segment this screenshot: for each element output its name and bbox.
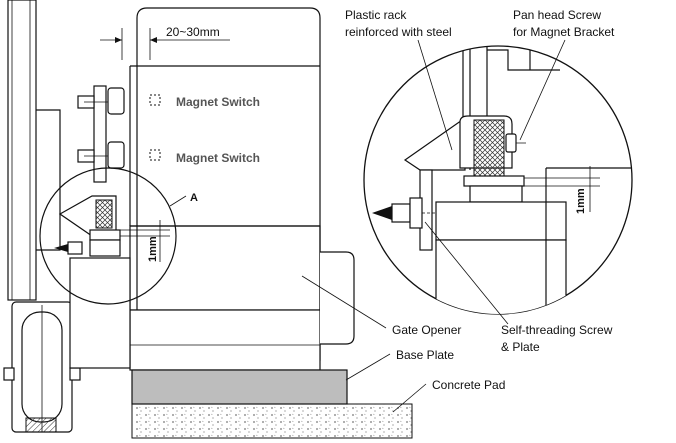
gate-opener-housing (69, 7, 355, 371)
gate-frame (7, 0, 61, 301)
dimension-1mm-right: 1mm (575, 188, 587, 214)
gate-opener-label: Gate Opener (392, 323, 461, 337)
self-threading-leader (424, 221, 509, 325)
detail-circle-a: A 1mm (39, 167, 198, 305)
magnet-switch-label-1: Magnet Switch (176, 95, 260, 109)
base-plate-label: Base Plate (396, 348, 454, 362)
pan-head-label-line2: for Magnet Bracket (513, 25, 615, 39)
gate-opener-leader (301, 275, 387, 329)
gate-wheel (3, 301, 81, 433)
pan-head-label-line1: Pan head Screw (513, 8, 601, 22)
detail-ref-label: A (190, 192, 198, 204)
plastic-rack-leader (417, 39, 453, 151)
concrete-pad-leader (392, 383, 427, 413)
base-plate-leader (345, 353, 391, 381)
concrete-pad (131, 403, 413, 439)
pan-head-leader (519, 39, 566, 141)
magnet-switch-marker-2 (149, 149, 161, 161)
plastic-rack-label-line1: Plastic rack (345, 8, 407, 22)
dimension-1mm-left: 1mm (147, 236, 159, 262)
dimension-gap: 20~30mm (100, 25, 230, 60)
base-plate (131, 369, 348, 405)
concrete-pad-label: Concrete Pad (432, 378, 505, 392)
detail-view: 1mm (363, 45, 633, 315)
magnet-switch-label-2: Magnet Switch (176, 151, 260, 165)
dimension-gap-label: 20~30mm (166, 25, 220, 39)
magnet-bracket (77, 85, 125, 183)
self-threading-label-line1: Self-threading Screw (501, 323, 613, 337)
magnet-switch-marker-1 (149, 94, 161, 106)
plastic-rack-label-line2: reinforced with steel (345, 25, 452, 39)
self-threading-label-line2: & Plate (501, 340, 540, 354)
